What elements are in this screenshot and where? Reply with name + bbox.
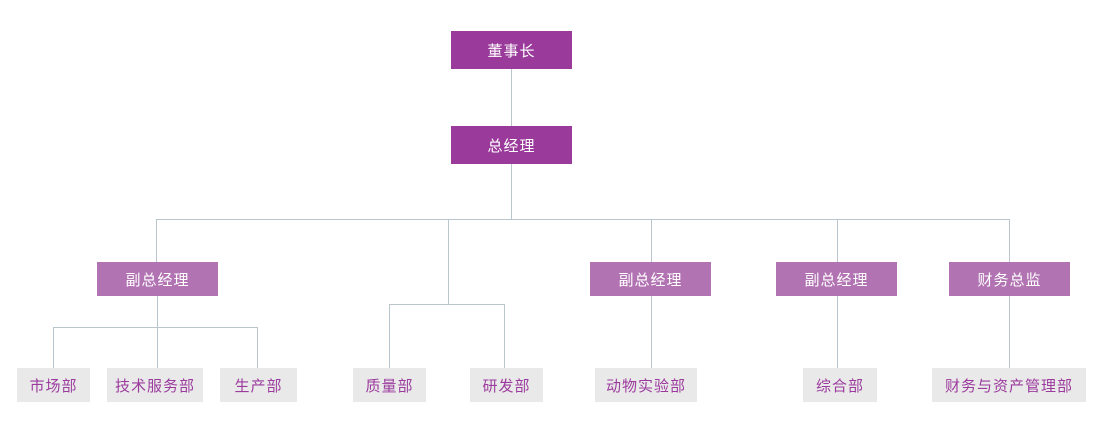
connector-drop-rd [504, 304, 505, 368]
org-node-finance-director: 财务总监 [949, 262, 1070, 296]
org-node-deputy-gm-1: 副总经理 [97, 262, 218, 296]
connector-drop-branch2 [448, 219, 449, 304]
org-node-deputy-gm-2: 副总经理 [590, 262, 711, 296]
connector-deputy1-stem [157, 296, 158, 327]
connector-gm-trunk [511, 164, 512, 219]
org-node-dept-rd: 研发部 [470, 368, 543, 402]
connector-branch2-horizontal [389, 304, 505, 305]
connector-drop-finance-asset [1009, 296, 1010, 368]
connector-drop-tech-service [157, 327, 158, 368]
org-node-dept-animal-lab: 动物实验部 [595, 368, 697, 402]
org-node-deputy-gm-3: 副总经理 [776, 262, 897, 296]
connector-drop-deputy3 [837, 219, 838, 262]
connector-drop-animal-lab [651, 296, 652, 368]
connector-drop-deputy2 [651, 219, 652, 262]
org-node-dept-quality: 质量部 [353, 368, 426, 402]
connector-drop-deputy1 [156, 219, 157, 262]
connector-main-horizontal [156, 219, 1010, 220]
connector-drop-production [257, 327, 258, 368]
org-node-general-manager: 总经理 [451, 126, 572, 164]
connector-drop-finance [1009, 219, 1010, 262]
org-node-chairman: 董事长 [451, 31, 572, 69]
connector-deputy1-horizontal [53, 327, 257, 328]
connector-drop-quality [389, 304, 390, 368]
connector-chairman-gm [511, 69, 512, 126]
org-node-dept-production: 生产部 [220, 368, 297, 402]
org-node-dept-general: 综合部 [803, 368, 877, 402]
org-node-dept-finance-asset: 财务与资产管理部 [932, 368, 1086, 402]
connector-drop-general [837, 296, 838, 368]
connector-drop-marketing [53, 327, 54, 368]
org-node-dept-marketing: 市场部 [17, 368, 90, 402]
org-node-dept-tech-service: 技术服务部 [107, 368, 203, 402]
